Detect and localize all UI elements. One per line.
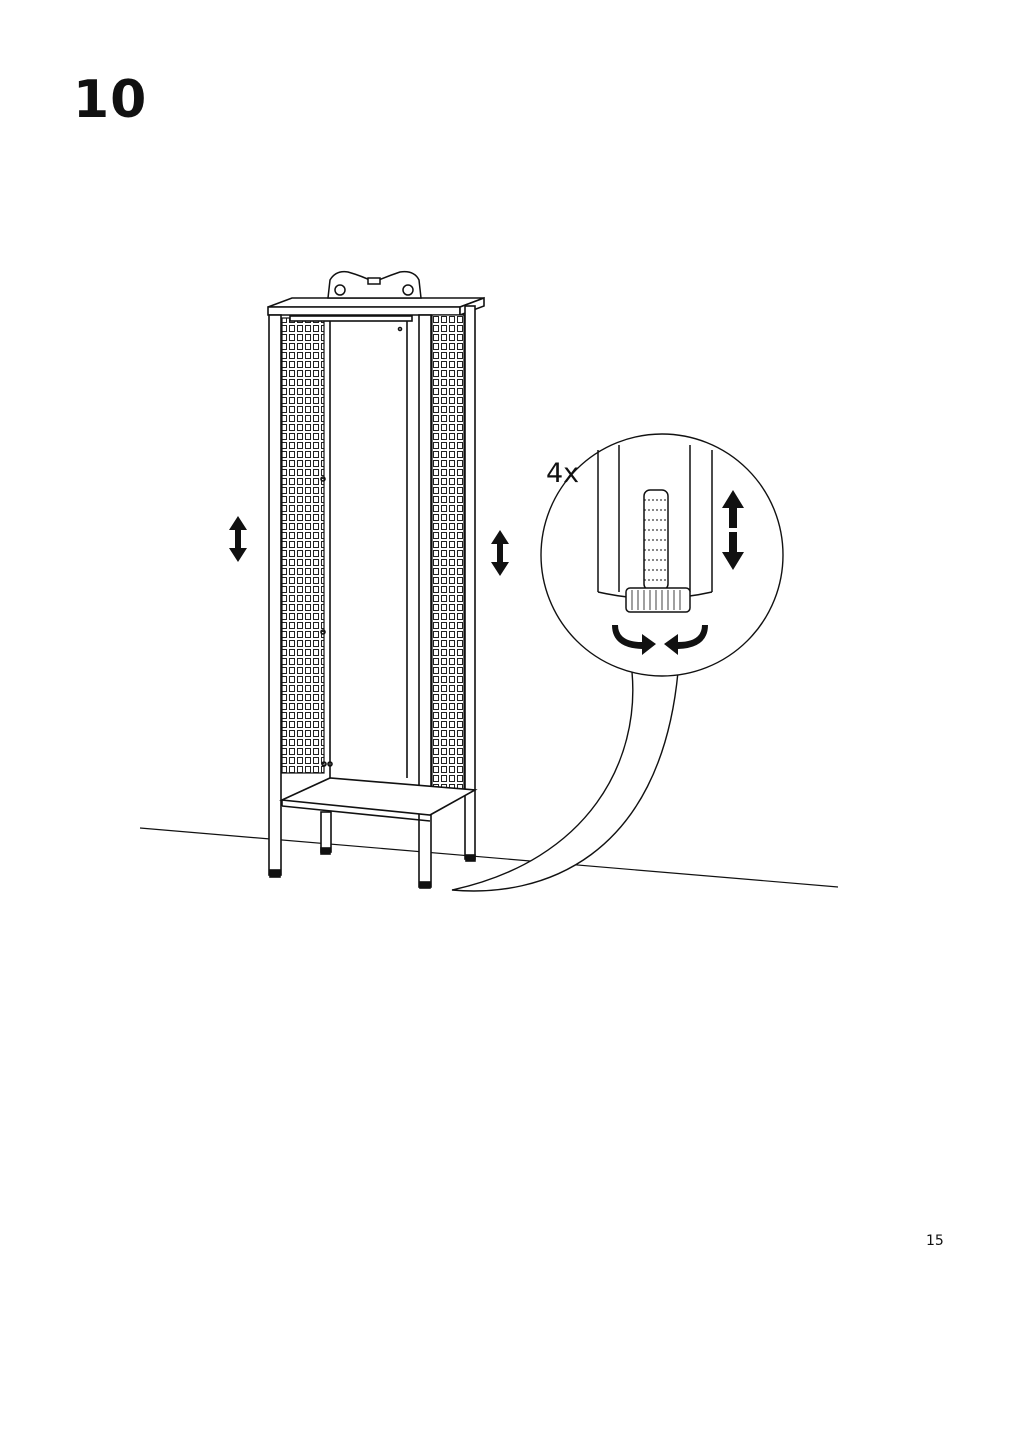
level-tool-icon	[327, 270, 422, 299]
step-number: 10	[73, 70, 148, 130]
height-arrows-icon	[722, 490, 744, 570]
quantity-label: 4x	[546, 458, 580, 489]
up-down-arrow-icon	[229, 516, 509, 576]
floor-line	[139, 827, 839, 888]
cabinet-frame	[267, 296, 485, 889]
adjustable-foot-icon	[597, 445, 713, 613]
rotate-arrows-icon	[612, 625, 708, 655]
page-number: 15	[926, 1233, 944, 1249]
